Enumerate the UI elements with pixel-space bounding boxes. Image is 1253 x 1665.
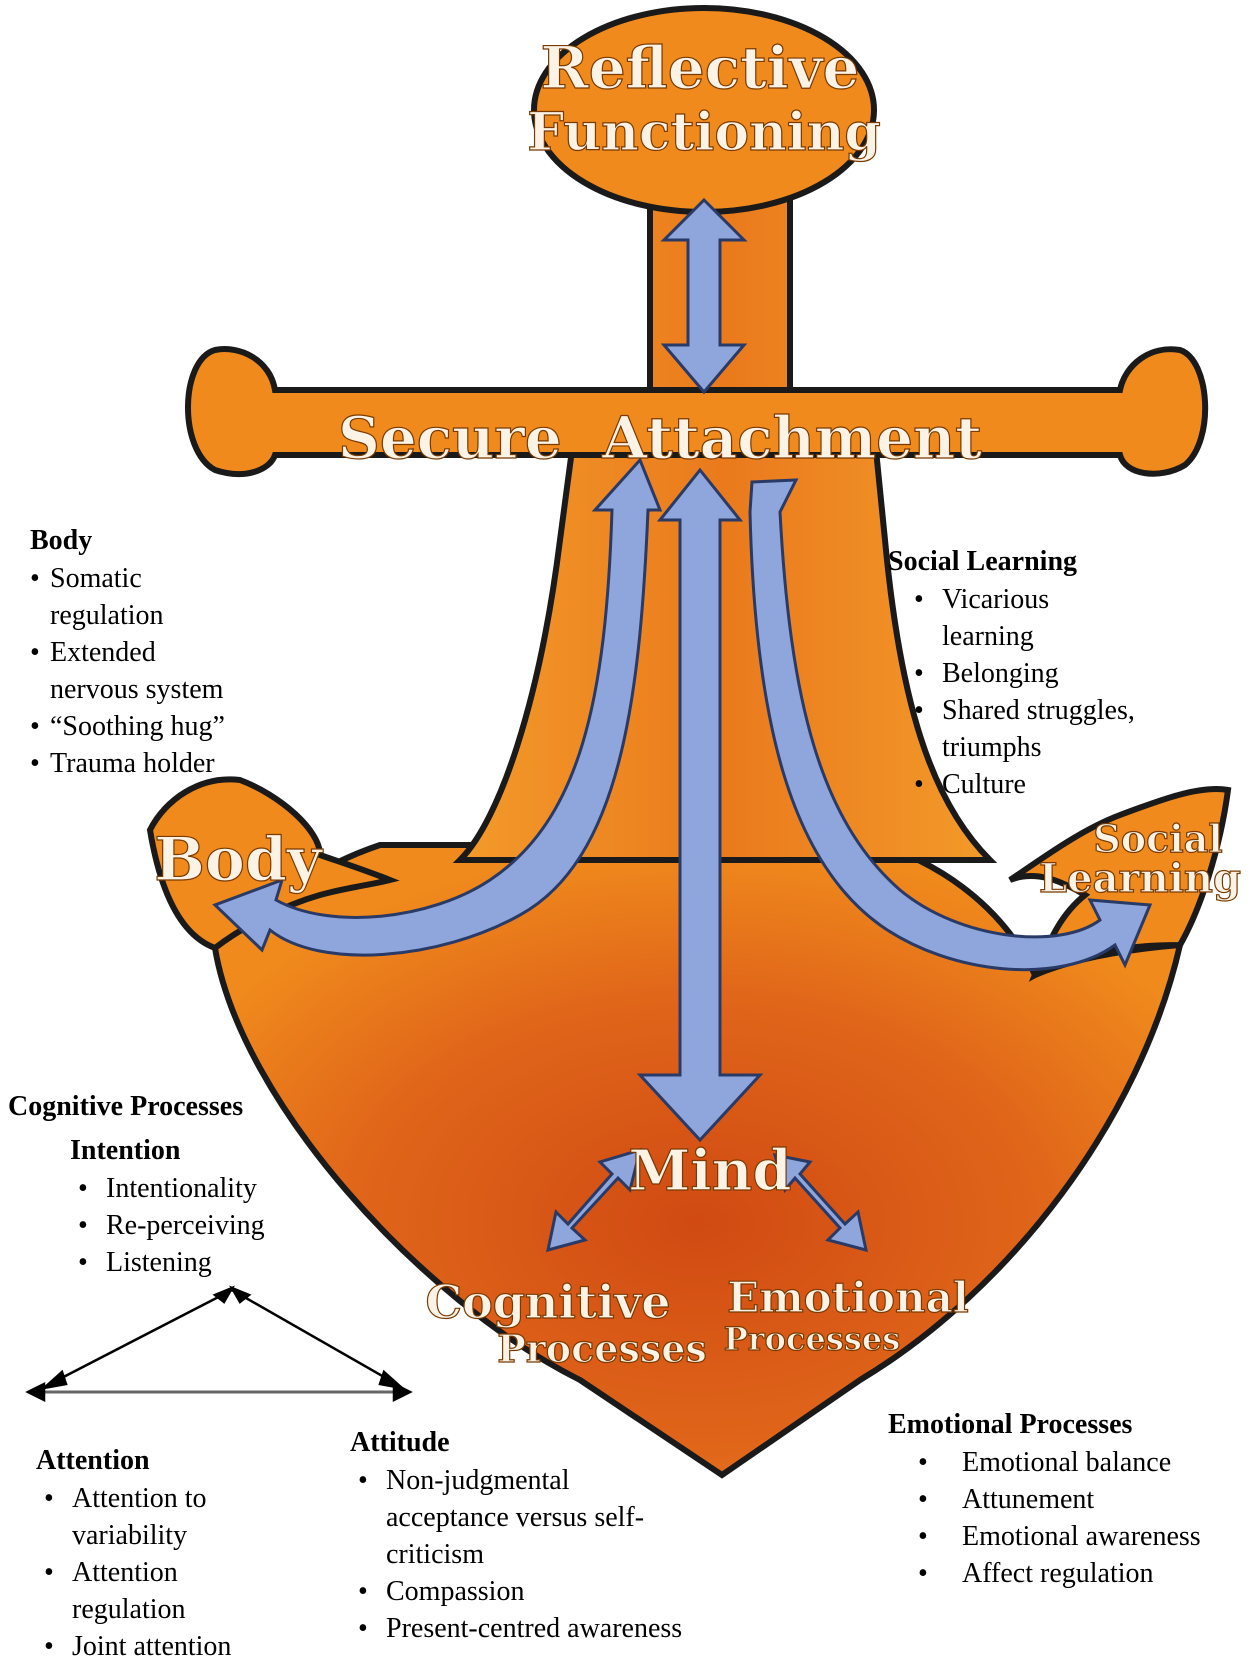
label-reflective: Reflective [541,34,860,102]
list-item: Present-centred awareness [350,1610,750,1647]
label-body: Body [154,825,324,895]
list-item: Affect regulation [918,1555,1248,1592]
attitude-title: Attitude [350,1424,750,1462]
list-item: “Soothing hug” [30,708,270,745]
intention-title: Intention [70,1132,330,1170]
list-item: Listening [70,1244,330,1281]
label-mind: Mind [628,1138,791,1204]
list-item: Emotional awareness [918,1518,1248,1555]
intention-panel: Intention Intentionality Re-perceiving L… [70,1132,330,1281]
label-functioning: Functioning [527,102,880,163]
label-cognitive-processes: Processes [497,1326,707,1371]
label-learning: Learning [1039,855,1241,902]
cognitive-panel-title: Cognitive Processes [8,1088,308,1126]
list-item: Attunement [918,1481,1248,1518]
list-item: Intentionality [70,1170,330,1207]
list-item: Joint attention [36,1628,296,1665]
list-item: Shared struggles,triumphs [906,692,1198,766]
list-item: Culture [906,766,1198,803]
list-item: Trauma holder [30,745,270,782]
label-emotional-processes: Processes [724,1320,901,1358]
emotional-panel: Emotional Processes Emotional balance At… [888,1406,1248,1592]
triangle-arrows [28,1288,410,1400]
list-item: Re-perceiving [70,1207,330,1244]
list-item: Emotional balance [918,1444,1248,1481]
label-emotional: Emotional [727,1273,969,1322]
cognitive-panel: Cognitive Processes [8,1088,308,1126]
list-item: Belonging [906,655,1198,692]
label-cognitive: Cognitive [425,1275,670,1329]
social-panel-title: Social Learning [888,543,1198,581]
emotional-panel-title: Emotional Processes [888,1406,1248,1444]
label-secure-attachment: Secure Attachment [338,404,982,472]
list-item: Compassion [350,1573,750,1610]
body-panel-title: Body [30,522,270,560]
attention-title: Attention [36,1442,296,1480]
